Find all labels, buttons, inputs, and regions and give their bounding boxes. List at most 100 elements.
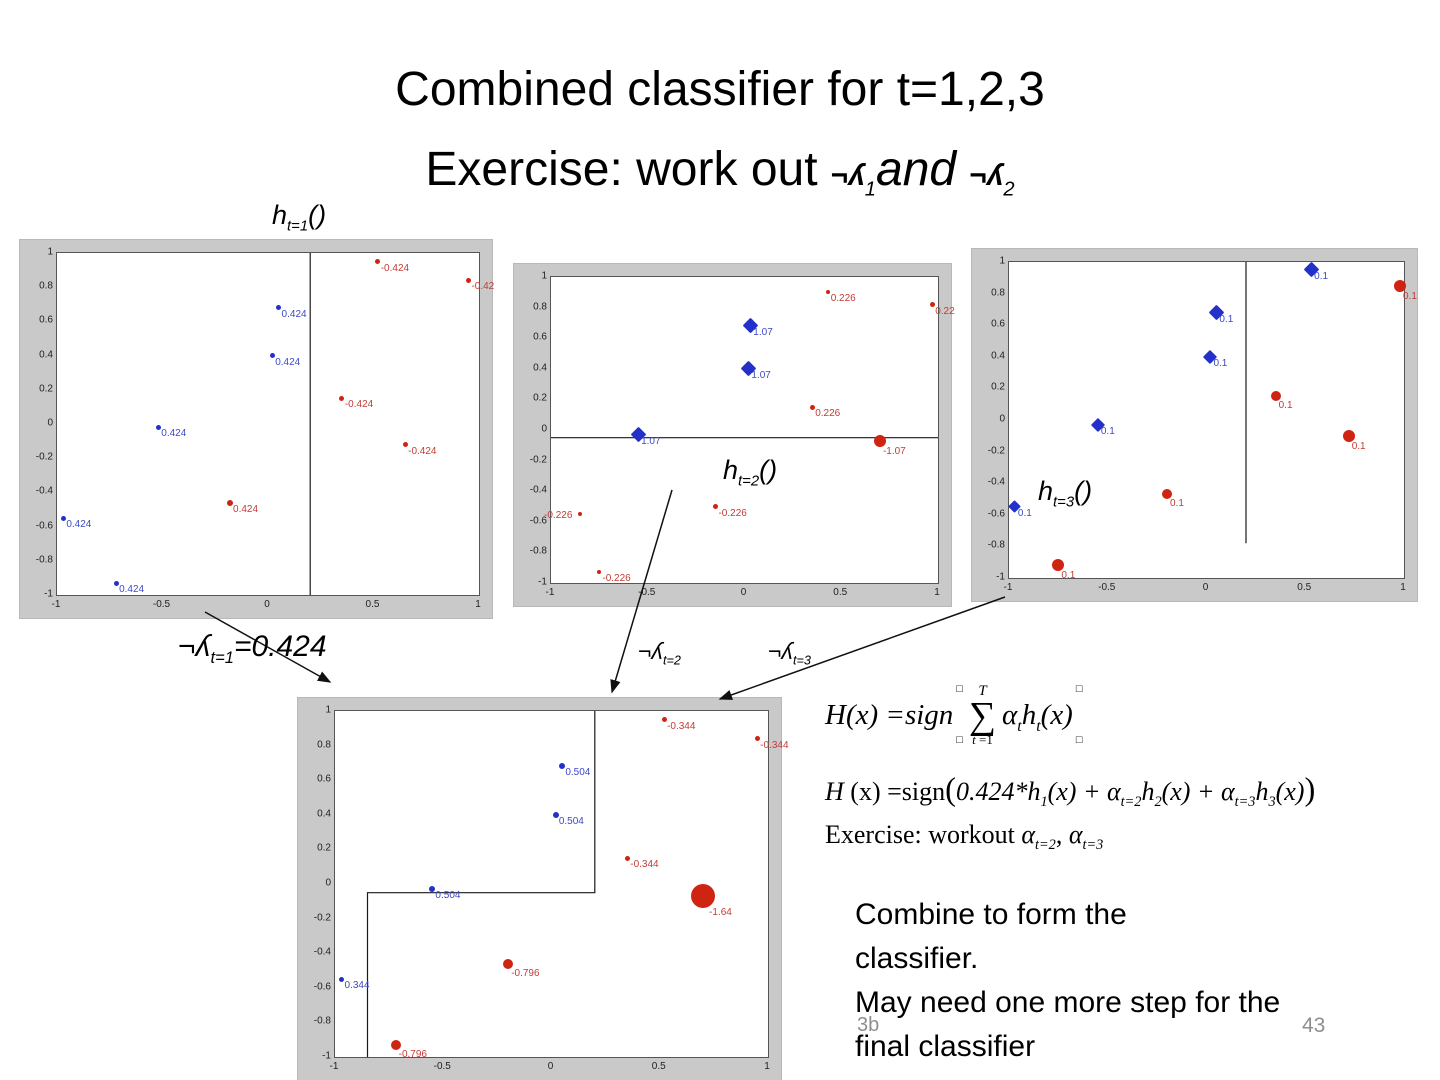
x-tick-label: 0 [1202,582,1209,593]
y-tick-label: -0.8 [313,1015,331,1027]
x-tick-label: 0.5 [833,587,848,598]
y-tick-label: -0.2 [987,445,1005,457]
h-t3-label: ht=3() [1038,476,1093,511]
y-tick-label: -0.6 [35,520,53,532]
data-point-red [390,1039,401,1050]
y-tick-label: 0.2 [317,842,331,854]
data-point-red [1052,559,1065,572]
x-tick-label: -1 [1003,582,1013,593]
data-point-label: -0.796 [511,967,540,979]
data-point-label: -0.344 [760,739,789,751]
data-point-label: -0.796 [398,1048,427,1060]
y-tick-label: -0.6 [313,981,331,993]
data-point-blue [269,353,275,359]
alpha-t1-label: ¬ʎt=1=0.424 [178,630,327,667]
data-point-label: 0.1 [1017,507,1032,519]
data-point-label: 0.1 [1314,270,1329,282]
data-point-red [339,395,345,401]
data-point-label: -0.424 [408,445,437,457]
x-tick-label: -0.5 [152,599,171,610]
y-tick-label: -0.2 [35,451,53,463]
sigma-icon: ∑ [968,695,997,737]
data-point-blue [559,763,566,770]
y-tick-label: -0.4 [987,476,1005,488]
y-tick-label: -1 [44,588,53,600]
data-point-red [691,884,716,909]
data-point-label: 0.1 [1061,570,1076,582]
data-point-red [402,442,408,448]
y-tick-label: 0 [47,417,53,429]
y-tick-label: 0.4 [39,349,53,361]
data-point-label: 0.1 [1170,498,1184,510]
page-number: 43 [1302,1014,1326,1037]
y-tick-label: 0.6 [991,318,1005,330]
data-point-red [1394,279,1407,292]
data-point-label: 0.1 [1213,357,1228,369]
data-point-label: 0.424 [233,503,259,515]
y-tick-label: 0.8 [991,287,1005,299]
footer-text: 3b [857,1014,880,1036]
data-point-label: 0.424 [281,308,307,320]
y-tick-label: 0.6 [39,314,53,326]
data-point-label: 0.424 [66,519,92,531]
data-point-label: 1.07 [753,326,773,338]
y-tick-label: 0.2 [533,392,547,404]
y-tick-label: -1 [322,1050,331,1062]
data-point-label: 0.1 [1403,290,1417,302]
note-line: classifier. [855,942,979,975]
data-point-label: 1.07 [751,369,771,381]
data-point-label: 0.424 [275,356,301,368]
page-title-line1: Combined classifier for t=1,2,3 [395,63,1045,116]
x-tick-label: -1 [545,587,555,598]
equation-combined-sum: H(x) =sign □□ T ∑ t =1 αtht(x) □□ [825,684,1083,747]
data-point-red [661,717,667,723]
data-point-label: 0.22 [935,305,955,317]
y-tick-label: 0.8 [533,301,547,313]
y-tick-label: -0.4 [313,946,331,958]
data-point-red [375,259,381,265]
data-point-label: 0.1 [1278,400,1293,412]
data-point-red [1270,391,1281,402]
alpha-t2-label: ¬ʎt=2 [638,638,681,668]
x-tick-label: 1 [475,599,481,610]
data-point-label: 0.504 [565,767,591,779]
x-tick-label: 0.5 [365,599,380,610]
data-point-label: -0.424 [380,262,410,274]
data-point-label: 0.226 [830,293,856,305]
data-point-label: 0.424 [119,584,145,596]
y-tick-label: 0.6 [533,331,547,343]
y-tick-label: -0.8 [35,554,53,566]
data-point-label: 1.07 [641,435,661,447]
x-tick-label: 1 [764,1061,770,1072]
data-point-red [825,290,830,295]
y-tick-label: 0.8 [317,739,331,751]
data-point-blue [552,811,559,818]
note-line: Combine to form the [855,898,1127,931]
data-point-red [465,277,471,283]
data-point-label: -1.07 [882,445,906,457]
y-tick-label: 0.2 [991,381,1005,393]
y-tick-label: -0.6 [529,515,547,527]
page-title-line2: Exercise: work out ¬ʎ1and ¬ʎ2 [425,143,1015,201]
data-point-red [873,434,886,447]
decision-boundary [309,253,311,595]
data-point-label: 0.226 [815,408,841,420]
y-tick-label: 0 [541,423,547,435]
x-tick-label: 0.5 [651,1061,666,1072]
data-point-red [227,499,234,506]
data-point-label: 0.1 [1351,440,1366,452]
y-tick-label: 0.6 [317,773,331,785]
y-tick-label: -0.4 [529,484,547,496]
note-line: final classifier [855,1030,1036,1063]
data-point-label: 0.504 [435,890,461,902]
data-point-label: -0.344 [630,859,659,871]
data-point-label: -0.424 [344,399,374,411]
data-point-label: -1.64 [709,907,732,919]
x-tick-label: -0.5 [433,1061,451,1072]
data-point-label: -0.344 [667,720,696,732]
x-tick-label: 1 [934,587,940,598]
